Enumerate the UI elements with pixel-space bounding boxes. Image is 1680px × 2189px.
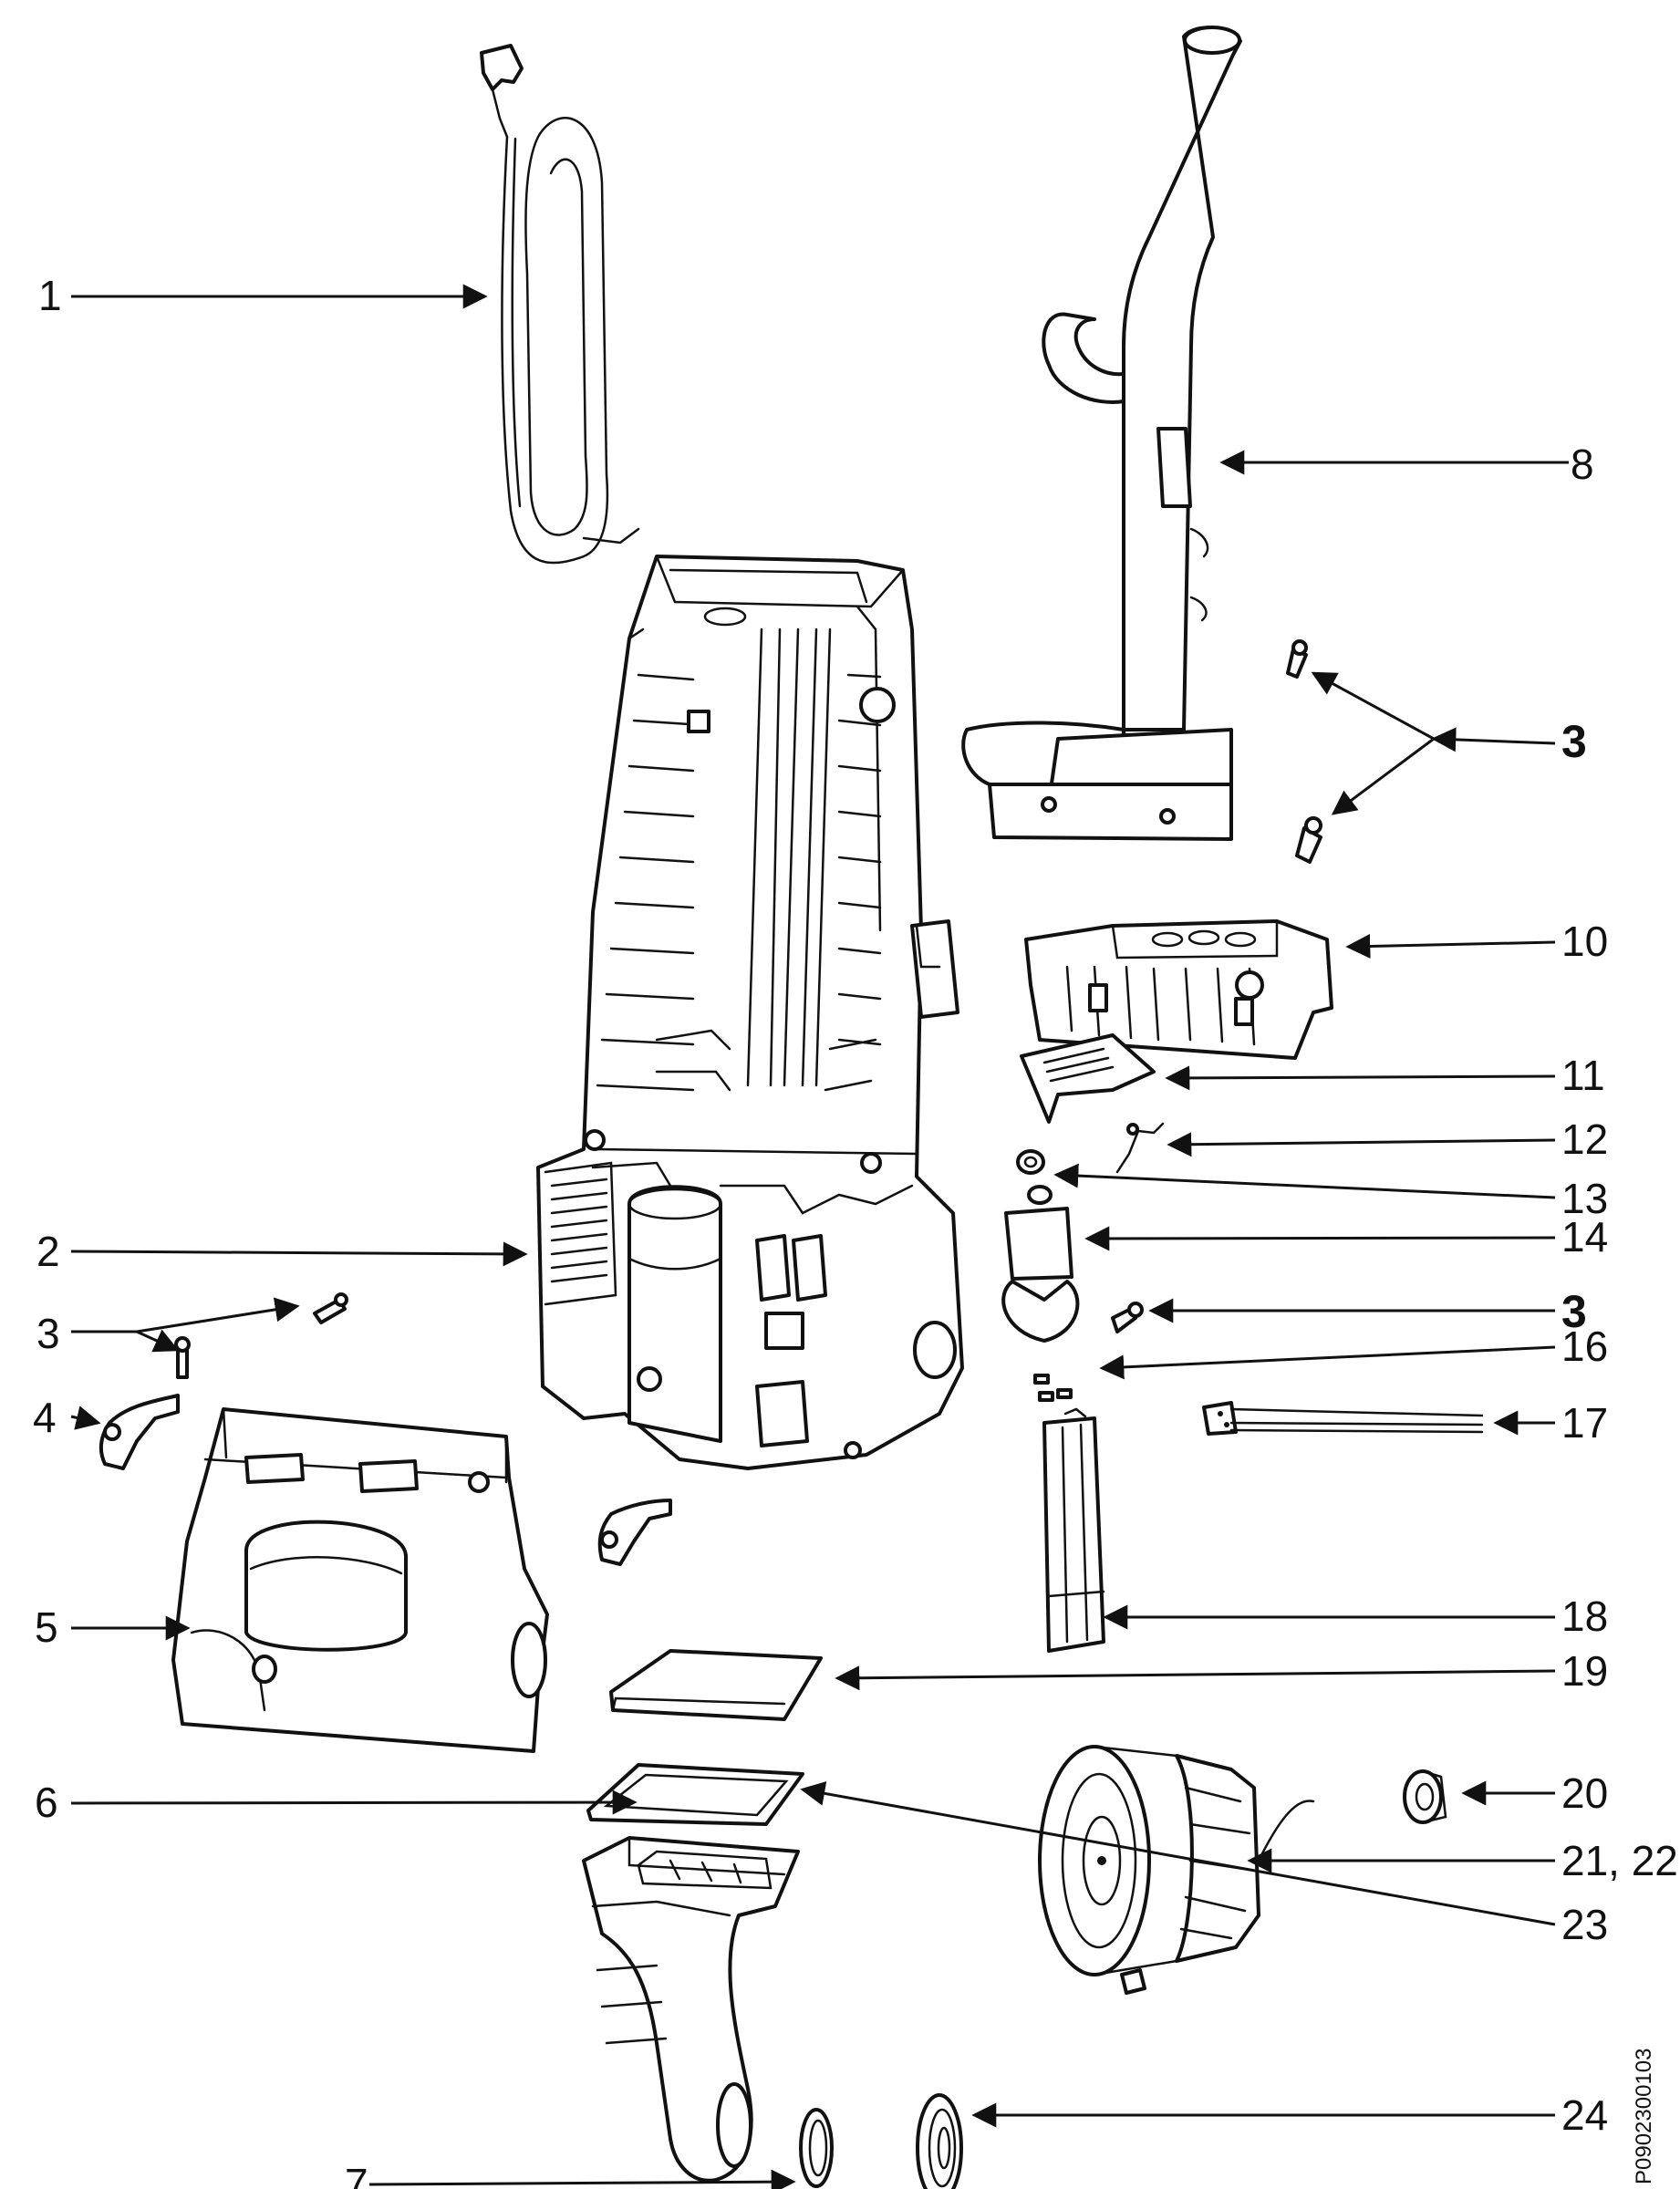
callout-21-22: 21, 22 bbox=[1561, 1837, 1678, 1884]
callout-24: 24 bbox=[1561, 2091, 1608, 2139]
callout-16: 16 bbox=[1561, 1323, 1608, 1370]
part-20-bushing bbox=[1403, 1769, 1447, 1824]
callout-20: 20 bbox=[1561, 1769, 1608, 1817]
callout-18: 18 bbox=[1561, 1592, 1608, 1640]
part-12-spring-clip bbox=[1115, 1122, 1165, 1174]
callout-6: 6 bbox=[35, 1779, 58, 1826]
part-3-screws-upper bbox=[1286, 639, 1322, 864]
callout-2: 2 bbox=[36, 1228, 60, 1275]
callout-3-left: 3 bbox=[36, 1310, 60, 1357]
part-2-main-body bbox=[536, 555, 964, 1470]
part-18-strip bbox=[1042, 1407, 1105, 1653]
part-21-22-motor bbox=[1038, 1745, 1315, 1995]
part-3-screw-middle bbox=[1111, 1302, 1144, 1333]
part-14-valve bbox=[1001, 1185, 1080, 1343]
part-23-filter-frame bbox=[586, 1763, 804, 1826]
part-13-washer bbox=[1016, 1149, 1045, 1175]
part-4-latch bbox=[99, 1394, 180, 1470]
unlabeled-latch bbox=[597, 1499, 672, 1566]
part-3-screws-left bbox=[174, 1292, 348, 1379]
part-19-filter-pad bbox=[609, 1649, 823, 1721]
callout-3-middle: 3 bbox=[1561, 1286, 1587, 1337]
part-10-bracket bbox=[1024, 919, 1333, 1060]
drawing-code: P0902300103 bbox=[1632, 2049, 1656, 2184]
callout-12: 12 bbox=[1561, 1115, 1608, 1163]
part-11-filter-cover bbox=[1020, 1033, 1156, 1124]
callout-1: 1 bbox=[38, 272, 62, 319]
part-5-tank-housing bbox=[171, 1407, 549, 1753]
part-6-lower-housing bbox=[582, 1836, 800, 2183]
callout-5: 5 bbox=[35, 1603, 58, 1651]
callout-labels: 1 2 3 3 3 4 5 6 7 8 10 11 12 13 14 16 17… bbox=[33, 272, 1678, 2189]
callout-7: 7 bbox=[345, 2160, 368, 2189]
leader-lines bbox=[70, 284, 1569, 2189]
callout-17: 17 bbox=[1561, 1399, 1608, 1447]
callout-8: 8 bbox=[1571, 441, 1594, 488]
part-1-power-cord bbox=[480, 44, 640, 565]
part-7-ring bbox=[799, 2108, 834, 2188]
callout-4: 4 bbox=[33, 1394, 57, 1441]
callout-11: 11 bbox=[1561, 1052, 1605, 1099]
callout-3-upper: 3 bbox=[1561, 716, 1587, 767]
callout-10: 10 bbox=[1561, 918, 1608, 965]
callout-13: 13 bbox=[1561, 1175, 1608, 1222]
part-24-gasket bbox=[916, 2093, 963, 2189]
callout-23: 23 bbox=[1561, 1901, 1608, 1948]
callout-19: 19 bbox=[1561, 1647, 1608, 1695]
part-16-clips bbox=[1033, 1374, 1073, 1402]
part-8-handle bbox=[961, 26, 1242, 841]
callout-14: 14 bbox=[1561, 1213, 1608, 1260]
part-17-rod bbox=[1202, 1401, 1484, 1436]
